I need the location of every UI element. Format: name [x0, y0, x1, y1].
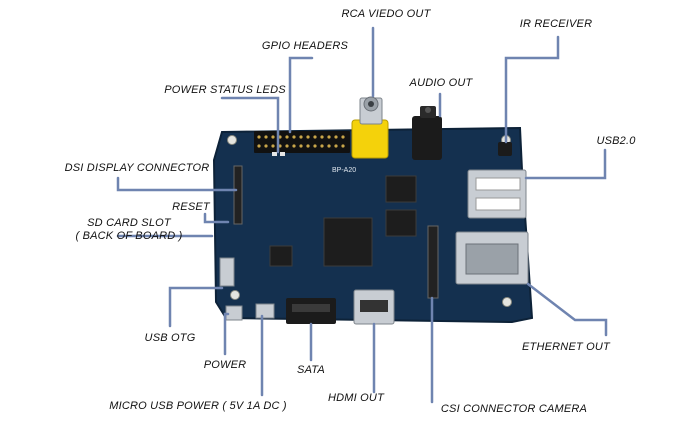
label-rca-video-out: RCA VIEDO OUT: [341, 8, 431, 20]
leader-power: [223, 312, 230, 356]
label-reset: RESET: [172, 201, 210, 213]
power-led: [272, 152, 277, 156]
label-usb-otg: USB OTG: [144, 332, 196, 344]
pcb-board: BP-A20: [212, 96, 534, 325]
label-gpio-headers: GPIO HEADERS: [261, 40, 349, 52]
gpio-header: [254, 131, 350, 153]
pmic-chip: [269, 245, 293, 267]
pcb-outline: [212, 126, 534, 324]
usb-port: [467, 169, 527, 219]
hdmi-port: [353, 289, 395, 325]
leader-ethernet: [526, 282, 608, 337]
label-power-status-leds: POWER STATUS LEDS: [164, 84, 286, 96]
usb-otg-port: [219, 257, 235, 287]
ir-receiver: [498, 142, 512, 156]
label-hdmi-out: HDMI OUT: [328, 392, 384, 404]
csi-connector: [427, 225, 439, 299]
memory-chip: [385, 175, 417, 203]
mount-hole: [502, 297, 512, 307]
board-model-text: BP-A20: [332, 167, 356, 174]
label-sd-card-slot: SD CARD SLOT: [87, 217, 171, 229]
label-micro-usb-power: MICRO USB POWER ( 5V 1A DC ): [109, 400, 287, 412]
leader-lines: [116, 26, 608, 404]
leader-ir: [504, 35, 560, 144]
audio-jack: [412, 106, 442, 160]
power-led: [280, 152, 285, 156]
micro-usb-port: [255, 303, 275, 319]
memory-chip: [385, 209, 417, 237]
label-audio-out: AUDIO OUT: [409, 77, 473, 89]
label-ethernet-out: ETHERNET OUT: [522, 341, 610, 353]
leader-usb2: [524, 148, 607, 180]
leader-power-leds: [220, 96, 280, 154]
rca-jack: [351, 96, 389, 159]
dsi-connector: [233, 165, 243, 225]
mount-hole: [227, 135, 237, 145]
leader-dsi: [116, 176, 238, 192]
label-usb2: USB2.0: [596, 135, 636, 147]
label-sata: SATA: [297, 364, 325, 376]
label-power: POWER: [203, 359, 247, 371]
sata-port: [286, 298, 336, 324]
leader-reset: [203, 212, 230, 224]
leader-usb-otg: [168, 286, 224, 328]
label-dsi-display-connector: DSI DISPLAY CONNECTOR: [64, 162, 210, 174]
soc-chip: [323, 217, 373, 267]
ethernet-port: [455, 231, 529, 285]
leader-gpio: [288, 56, 314, 134]
mount-hole: [230, 290, 240, 300]
label-sd-card-slot-note: ( BACK OF BOARD ): [75, 230, 183, 242]
label-ir-receiver: IR RECEIVER: [519, 18, 593, 30]
label-csi-connector-camera: CSI CONNECTOR CAMERA: [440, 403, 588, 415]
